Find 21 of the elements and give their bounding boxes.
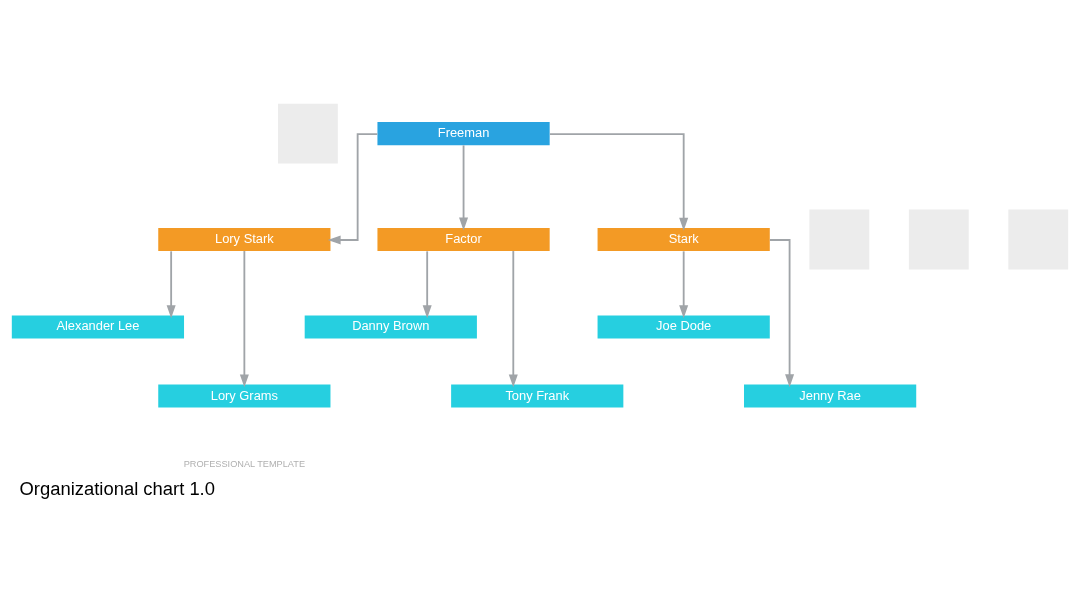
arrow <box>239 250 249 388</box>
arrow <box>422 250 432 319</box>
node-box: Stark <box>597 228 770 252</box>
node-box: Jenny Rae <box>744 384 917 408</box>
node-box: Lory Grams <box>158 384 331 408</box>
node-box: Tony Frank <box>451 384 624 408</box>
node-box: Alexander Lee <box>11 315 185 339</box>
node-box: Freeman <box>377 122 550 146</box>
label: PROFESSIONAL TEMPLATE <box>183 459 306 470</box>
arrow <box>327 133 379 245</box>
arrow <box>459 144 469 231</box>
node-box: Danny Brown <box>304 315 477 339</box>
arrow <box>549 133 689 231</box>
node-box: Factor <box>377 228 550 252</box>
diagram-title: Organizational chart 1.0 <box>19 478 215 500</box>
arrow <box>508 250 518 388</box>
arrow <box>679 250 689 319</box>
arrow <box>166 250 176 319</box>
node-box: Joe Dode <box>597 315 770 339</box>
arrow <box>769 239 795 388</box>
node-box: Lory Stark <box>158 228 331 252</box>
